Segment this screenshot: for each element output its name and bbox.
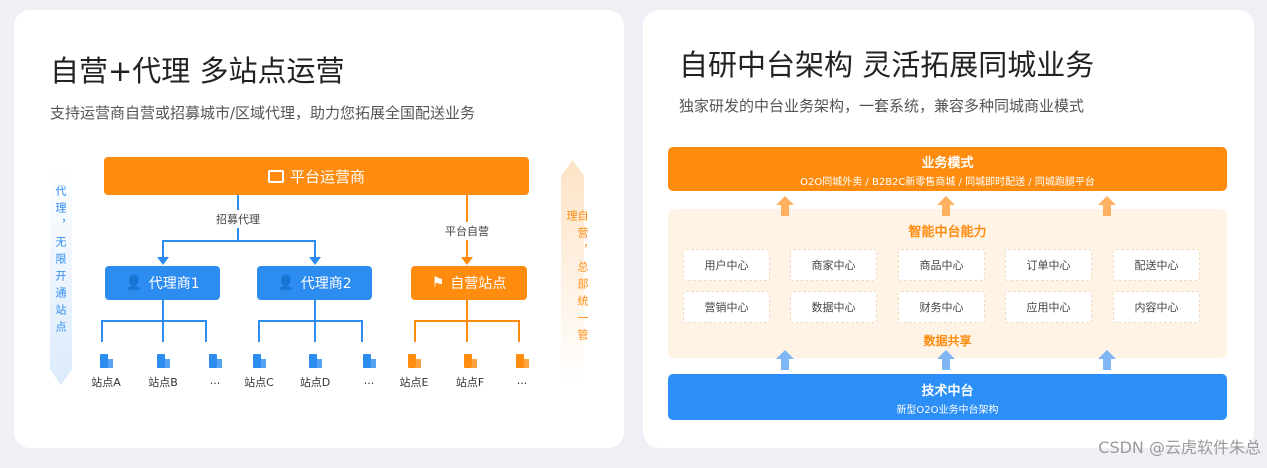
right-subtitle: 独家研发的中台业务架构，一套系统，兼容多种同城商业模式 bbox=[679, 97, 1085, 115]
business-sub: O2O同城外卖 / B2B2C新零售商城 / 同城即时配送 / 同城跑腿平台 bbox=[800, 177, 1095, 188]
center-cell: 内容中心 bbox=[1113, 291, 1200, 323]
platform-label: 平台运营商 bbox=[289, 167, 365, 186]
business-title: 业务模式 bbox=[921, 156, 974, 171]
arrow-up-icon bbox=[937, 196, 955, 216]
agent2-label: 代理商2 bbox=[300, 276, 352, 292]
center-cell: 商品中心 bbox=[898, 249, 985, 281]
station-d: 站点D bbox=[295, 354, 335, 390]
center-cell: 营销中心 bbox=[683, 291, 770, 323]
flag-icon: ⚑ bbox=[431, 275, 445, 291]
right-arrow bbox=[561, 160, 584, 385]
station-c: 站点C bbox=[239, 354, 279, 390]
tech-title: 技术中台 bbox=[921, 384, 974, 399]
business-mode-box: 业务模式 O2O同城外卖 / B2B2C新零售商城 / 同城即时配送 / 同城跑… bbox=[668, 147, 1227, 191]
station-f: 站点F bbox=[450, 354, 490, 390]
building-icon bbox=[362, 354, 376, 368]
recruit-label: 招募代理 bbox=[214, 210, 262, 228]
left-subtitle: 支持运营商自营或招募城市/区域代理，助力您拓展全国配送业务 bbox=[50, 104, 476, 122]
self-station-box: ⚑ 自营站点 bbox=[411, 266, 527, 300]
building-icon bbox=[463, 354, 477, 368]
arrow-up-icon bbox=[776, 196, 794, 216]
station-more: ... bbox=[195, 354, 235, 387]
agent2-box: 👤 代理商2 bbox=[257, 266, 372, 300]
arrow-up-icon bbox=[1098, 350, 1116, 370]
agent1-box: 👤 代理商1 bbox=[105, 266, 220, 300]
left-arrow-text: 代理，无限开通站点 bbox=[54, 185, 67, 338]
arrow-up-icon bbox=[776, 350, 794, 370]
station-more: ... bbox=[502, 354, 542, 387]
station-more: ... bbox=[349, 354, 389, 387]
self-label: 平台自营 bbox=[443, 222, 491, 240]
right-arrow-text: 自营，总部统一管理 bbox=[565, 210, 589, 346]
right-title: 自研中台架构 灵活拓展同城业务 bbox=[679, 48, 1095, 82]
center-cell: 配送中心 bbox=[1113, 249, 1200, 281]
building-icon bbox=[99, 354, 113, 368]
station-b: 站点B bbox=[143, 354, 183, 390]
user-icon: 👤 bbox=[125, 275, 143, 291]
center-cell: 应用中心 bbox=[1005, 291, 1092, 323]
monitor-icon bbox=[267, 169, 284, 183]
left-card bbox=[14, 10, 624, 448]
building-icon bbox=[252, 354, 266, 368]
arrow-up-icon bbox=[1098, 196, 1116, 216]
building-icon bbox=[156, 354, 170, 368]
middle-platform-panel bbox=[668, 209, 1227, 358]
self-station-label: 自营站点 bbox=[450, 276, 507, 292]
middle-title: 智能中台能力 bbox=[908, 225, 987, 240]
agent1-label: 代理商1 bbox=[148, 276, 200, 292]
center-cell: 商家中心 bbox=[790, 249, 877, 281]
building-icon bbox=[208, 354, 222, 368]
building-icon bbox=[407, 354, 421, 368]
tech-sub: 新型O2O业务中台架构 bbox=[896, 405, 999, 416]
data-share-label: 数据共享 bbox=[923, 334, 972, 348]
tech-platform-box: 技术中台 新型O2O业务中台架构 bbox=[668, 374, 1227, 420]
station-e: 站点E bbox=[394, 354, 434, 390]
user-icon: 👤 bbox=[277, 275, 295, 291]
center-cell: 财务中心 bbox=[898, 291, 985, 323]
building-icon bbox=[515, 354, 529, 368]
left-arrow bbox=[50, 165, 72, 385]
watermark: CSDN @云虎软件朱总 bbox=[1098, 438, 1261, 457]
platform-box: 平台运营商 bbox=[104, 157, 529, 195]
center-cell: 订单中心 bbox=[1005, 249, 1092, 281]
station-a: 站点A bbox=[86, 354, 126, 390]
left-title: 自营+代理 多站点运营 bbox=[50, 54, 345, 88]
arrow-up-icon bbox=[937, 350, 955, 370]
building-icon bbox=[308, 354, 322, 368]
center-cell: 用户中心 bbox=[683, 249, 770, 281]
center-cell: 数据中心 bbox=[790, 291, 877, 323]
